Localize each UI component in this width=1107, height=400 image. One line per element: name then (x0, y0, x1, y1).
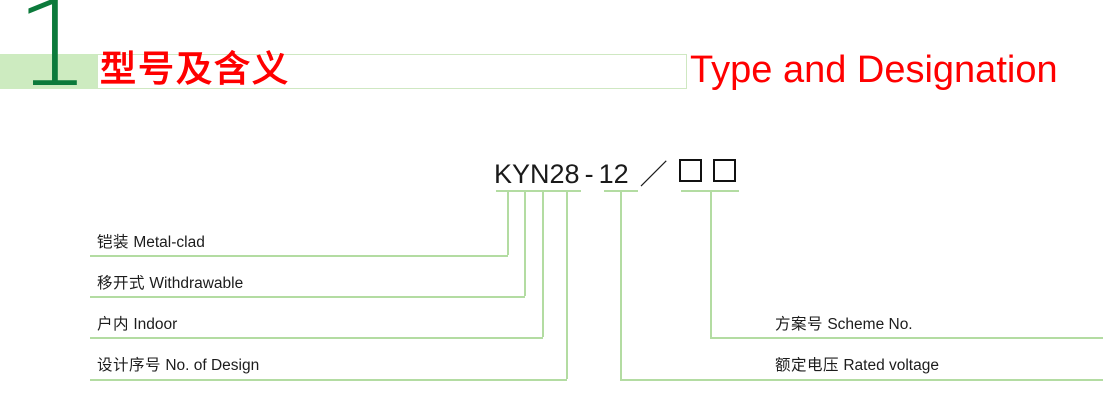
code-dash: - (584, 159, 594, 189)
leader-vline-metal-clad (507, 190, 509, 255)
leader-underline-withdrawable (90, 296, 525, 298)
leader-vline-scheme-no (710, 190, 712, 337)
leader-vline-rated-voltage (620, 190, 622, 379)
leader-vline-no-of-design (566, 190, 568, 379)
header-green-band (0, 54, 97, 89)
label-scheme-no-cn: 方案号 (775, 315, 824, 333)
header-rule-box (97, 54, 687, 89)
label-indoor-cn: 户内 (97, 315, 130, 333)
leader-underline-indoor (90, 337, 543, 339)
leader-underline-scheme-no (710, 337, 1103, 339)
label-metal-clad-en: Metal-clad (133, 234, 205, 251)
label-no-of-design: 设计序号 No. of Design (97, 355, 259, 376)
leader-underline-rated-voltage (620, 379, 1103, 381)
leader-vline-withdrawable (524, 190, 526, 296)
leader-vline-indoor (542, 190, 544, 337)
label-scheme-no-en: Scheme No. (827, 316, 913, 333)
label-rated-voltage: 额定电压 Rated voltage (775, 355, 939, 376)
page-title-chinese: 型号及含义 (100, 49, 291, 90)
label-withdrawable: 移开式 Withdrawable (97, 273, 243, 294)
leader-underline-no-of-design (90, 379, 567, 381)
code-box-extra (712, 159, 736, 182)
label-no-of-design-cn: 设计序号 (97, 356, 162, 374)
label-scheme-no: 方案号 Scheme No. (775, 314, 913, 335)
label-no-of-design-en: No. of Design (165, 357, 260, 374)
code-model: KYN28 (494, 159, 580, 189)
section-number: 1 (15, 0, 91, 113)
code-box-scheme (678, 159, 702, 182)
label-metal-clad: 铠装 Metal-clad (97, 232, 205, 253)
page-title-english: Type and Designation (690, 49, 1058, 91)
label-rated-voltage-cn: 额定电压 (775, 356, 840, 374)
type-designation-code: KYN28-12 ／ (494, 158, 736, 190)
label-withdrawable-en: Withdrawable (149, 275, 244, 292)
code-voltage: 12 (598, 159, 629, 189)
label-indoor: 户内 Indoor (97, 314, 177, 335)
label-indoor-en: Indoor (133, 316, 178, 333)
label-withdrawable-cn: 移开式 (97, 274, 146, 292)
code-slash: ／ (639, 159, 668, 190)
leader-underline-metal-clad (90, 255, 508, 257)
label-rated-voltage-en: Rated voltage (843, 357, 939, 374)
label-metal-clad-cn: 铠装 (97, 233, 130, 251)
